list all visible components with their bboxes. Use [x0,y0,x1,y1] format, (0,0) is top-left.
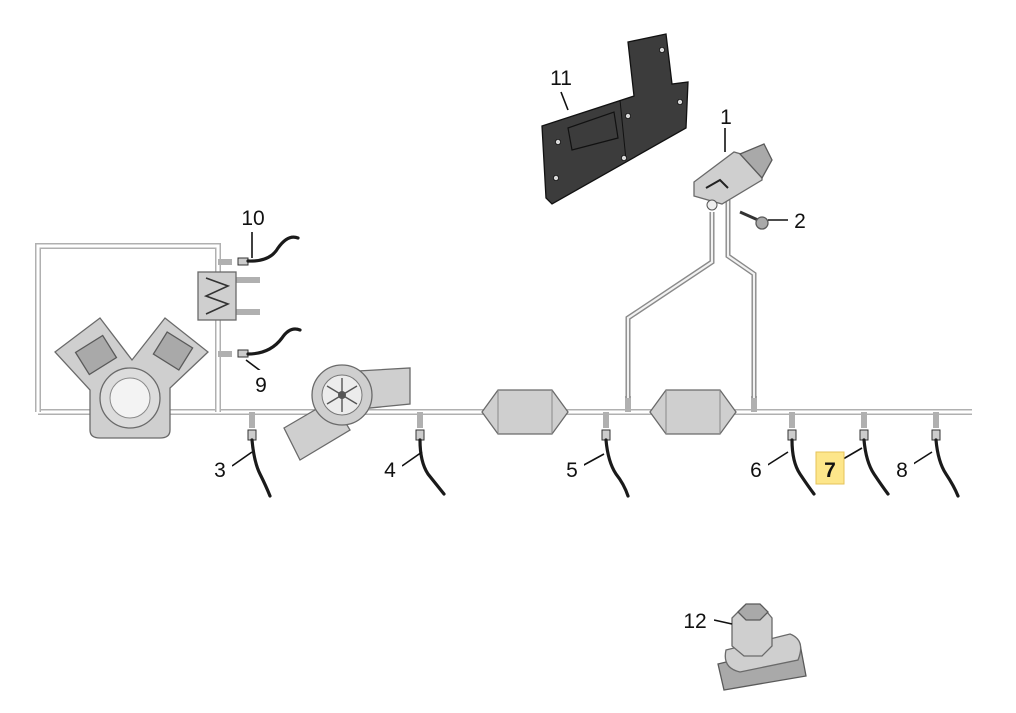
callout-3: 3 [208,455,232,482]
callout-12: 12 [676,606,714,633]
engine-icon [54,317,209,439]
callout-10: 10 [236,203,270,230]
callout-label: 9 [255,374,267,397]
callout-label: 4 [384,459,396,482]
pressure-sensor-icon [693,143,773,211]
callout-label: 2 [794,210,806,233]
mounting-bracket-icon [541,33,689,205]
callout-label: 7 [824,459,836,482]
callout-7-highlighted: 7 [815,451,845,485]
callout-1: 1 [714,102,738,129]
callout-4: 4 [378,455,402,482]
particulate-filter-icon [649,389,737,435]
heat-exchanger-icon [197,271,237,321]
callout-label: 5 [566,459,578,482]
callout-label: 12 [683,610,706,633]
pressure-hoses [625,200,757,398]
sensor-wires [237,235,960,498]
callout-label: 3 [214,459,226,482]
callout-label: 8 [896,459,908,482]
callout-2: 2 [788,206,812,233]
callout-6: 6 [744,455,768,482]
callout-label: 11 [550,67,572,90]
callout-9: 9 [249,370,273,397]
callout-5: 5 [560,455,584,482]
callout-label: 6 [750,459,762,482]
callout-8: 8 [890,455,914,482]
nut-clip-icon [717,603,807,691]
turbocharger-icon [283,364,411,461]
bolt-icon [739,210,769,230]
callout-label: 1 [720,106,732,129]
callout-11: 11 [543,63,579,90]
callout-label: 10 [241,207,264,230]
catalytic-converter-icon [481,389,569,435]
leader-lines [231,91,933,625]
